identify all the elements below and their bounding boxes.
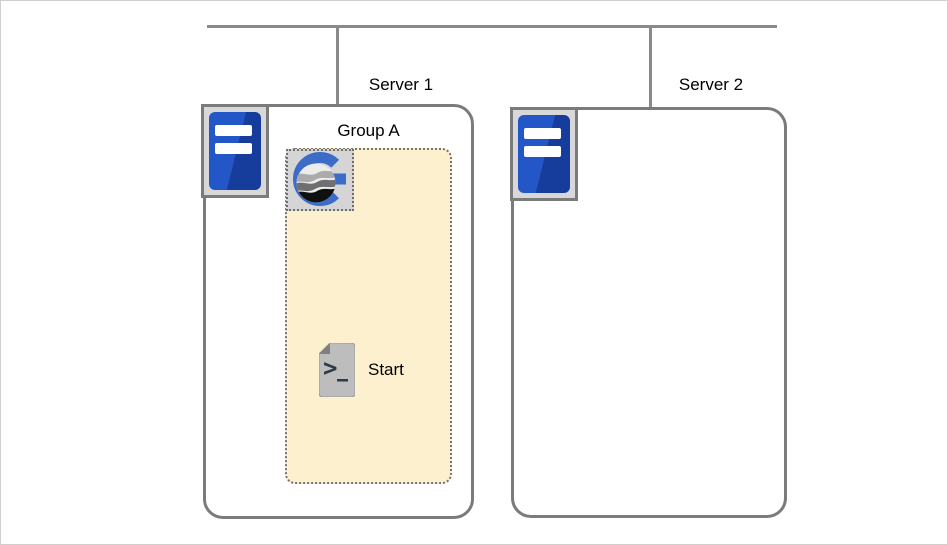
start-job-node: > Start xyxy=(319,343,404,397)
server-slot-bar xyxy=(215,143,252,154)
server-icon xyxy=(201,104,269,198)
server-tower-glyph xyxy=(518,115,570,193)
server-slot-bar xyxy=(215,125,252,136)
server2-label: Server 2 xyxy=(678,75,744,94)
start-job-label: Start xyxy=(368,360,404,379)
group-label: Group A xyxy=(337,121,400,140)
server-slot-bar xyxy=(524,146,561,157)
svg-text:>: > xyxy=(323,354,337,382)
server-icon xyxy=(510,107,578,201)
server2-connector-line xyxy=(649,25,652,109)
logo-g-glyph xyxy=(293,152,347,206)
network-bus-line xyxy=(207,25,777,28)
server1-connector-line xyxy=(336,25,339,105)
server-slot-bar xyxy=(524,128,561,139)
server-tower-glyph xyxy=(209,112,261,190)
jobscheduler-logo-icon xyxy=(286,149,354,211)
server1-label: Server 1 xyxy=(368,75,434,94)
shell-script-icon: > xyxy=(319,343,355,397)
